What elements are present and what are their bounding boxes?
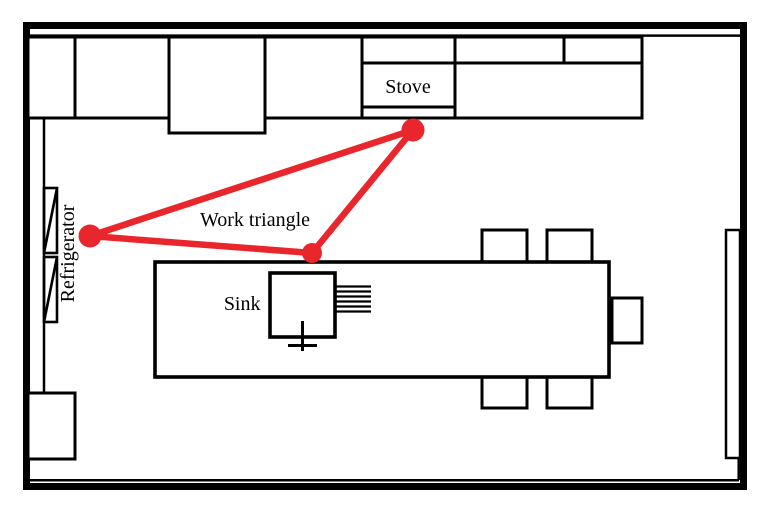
chair bbox=[545, 228, 594, 264]
stove-vertex-dot bbox=[401, 118, 425, 142]
work-triangle-path bbox=[86, 126, 417, 257]
counter-cell bbox=[562, 35, 644, 65]
right-wall-door bbox=[724, 228, 742, 460]
sink-vertex-dot bbox=[302, 243, 322, 263]
stove-label: Stove bbox=[385, 76, 431, 98]
counter-cell bbox=[453, 35, 566, 65]
refrigerator-door-lower bbox=[42, 255, 59, 324]
work-triangle-vertices bbox=[78, 118, 425, 263]
chair bbox=[480, 228, 529, 264]
work-triangle-label: Work triangle bbox=[200, 209, 310, 231]
refrigerator-door-lower-diagonal bbox=[42, 256, 59, 323]
refrigerator-door-upper-diagonal bbox=[42, 187, 59, 254]
chair bbox=[545, 375, 594, 410]
sink-symbol bbox=[268, 271, 371, 351]
refrigerator-door-upper bbox=[42, 186, 59, 255]
counter-cell bbox=[73, 35, 171, 120]
labels: Stove Refrigerator Work triangle Sink bbox=[57, 76, 431, 315]
faucet-hatch-lines bbox=[335, 285, 371, 313]
outer-wall-rect bbox=[23, 22, 747, 490]
island-counter bbox=[153, 260, 611, 379]
counter-cell bbox=[263, 35, 364, 120]
counter-cell bbox=[360, 35, 457, 65]
refrigerator-symbol bbox=[42, 186, 59, 324]
counter-cell-deep bbox=[167, 35, 267, 135]
chair bbox=[610, 296, 644, 345]
counter-cell-wide bbox=[453, 61, 644, 120]
top-counter-run bbox=[26, 35, 644, 135]
sink-label: Sink bbox=[224, 293, 261, 315]
bottom-left-cabinet bbox=[26, 391, 77, 461]
island-group bbox=[153, 228, 644, 410]
refrigerator-label: Refrigerator bbox=[57, 204, 79, 302]
stove-box bbox=[360, 61, 457, 109]
work-triangle-lines bbox=[86, 126, 417, 257]
counter-strip bbox=[360, 105, 457, 120]
counter-cell bbox=[26, 35, 77, 120]
chair bbox=[480, 375, 529, 410]
refrigerator-vertex-dot bbox=[78, 224, 102, 248]
